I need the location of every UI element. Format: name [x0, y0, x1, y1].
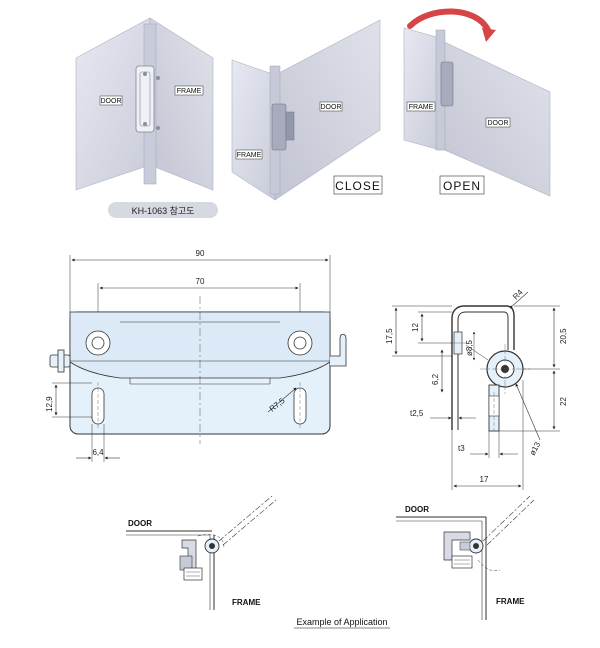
- side-view: R4 17,5 12 20,5 22 ø8,5 6,2 t2,5: [385, 287, 568, 490]
- front-view: 90 70 12,9: [45, 249, 347, 462]
- dim-6-4: 6,4: [92, 448, 104, 457]
- ref-frame-label: FRAME: [177, 88, 202, 95]
- dim-phi-8-5: ø8,5: [465, 339, 474, 356]
- app-door-label-right: DOOR: [405, 505, 429, 514]
- open-label: OPEN: [443, 179, 481, 193]
- reference-view: DOOR FRAME KH-1063 참고도: [75, 17, 218, 218]
- close-view: DOOR FRAME CLOSE: [231, 19, 383, 201]
- open-view: FRAME DOOR OPEN: [403, 8, 551, 197]
- dim-t2-5: t2,5: [410, 409, 424, 418]
- dim-12: 12: [411, 323, 420, 332]
- dim-22: 22: [559, 397, 568, 406]
- ref-door-label: DOOR: [101, 98, 122, 105]
- open-frame-label: FRAME: [409, 104, 434, 111]
- application-caption: Example of Application: [296, 617, 387, 627]
- dim-r4: R4: [511, 287, 525, 301]
- dim-17: 17: [480, 475, 489, 484]
- ref-caption: KH-1063 참고도: [132, 206, 195, 216]
- app-frame-label-right: FRAME: [496, 597, 525, 606]
- application-open: DOOR FRAME: [396, 495, 535, 620]
- app-frame-label-left: FRAME: [232, 598, 261, 607]
- dim-6-2: 6,2: [431, 373, 440, 385]
- dim-70: 70: [196, 277, 205, 286]
- application-closed: DOOR FRAME: [126, 495, 277, 610]
- dim-90: 90: [196, 249, 205, 258]
- dim-12-9: 12,9: [45, 396, 54, 412]
- close-label: CLOSE: [335, 179, 381, 193]
- close-door-label: DOOR: [321, 104, 342, 111]
- close-frame-label: FRAME: [237, 152, 262, 159]
- dim-phi-13: ø13: [528, 440, 543, 457]
- app-door-label-left: DOOR: [128, 519, 152, 528]
- dim-20-5: 20,5: [559, 328, 568, 344]
- dim-t3: t3: [458, 444, 465, 453]
- open-door-label: DOOR: [488, 120, 509, 127]
- dim-17-5: 17,5: [385, 328, 394, 344]
